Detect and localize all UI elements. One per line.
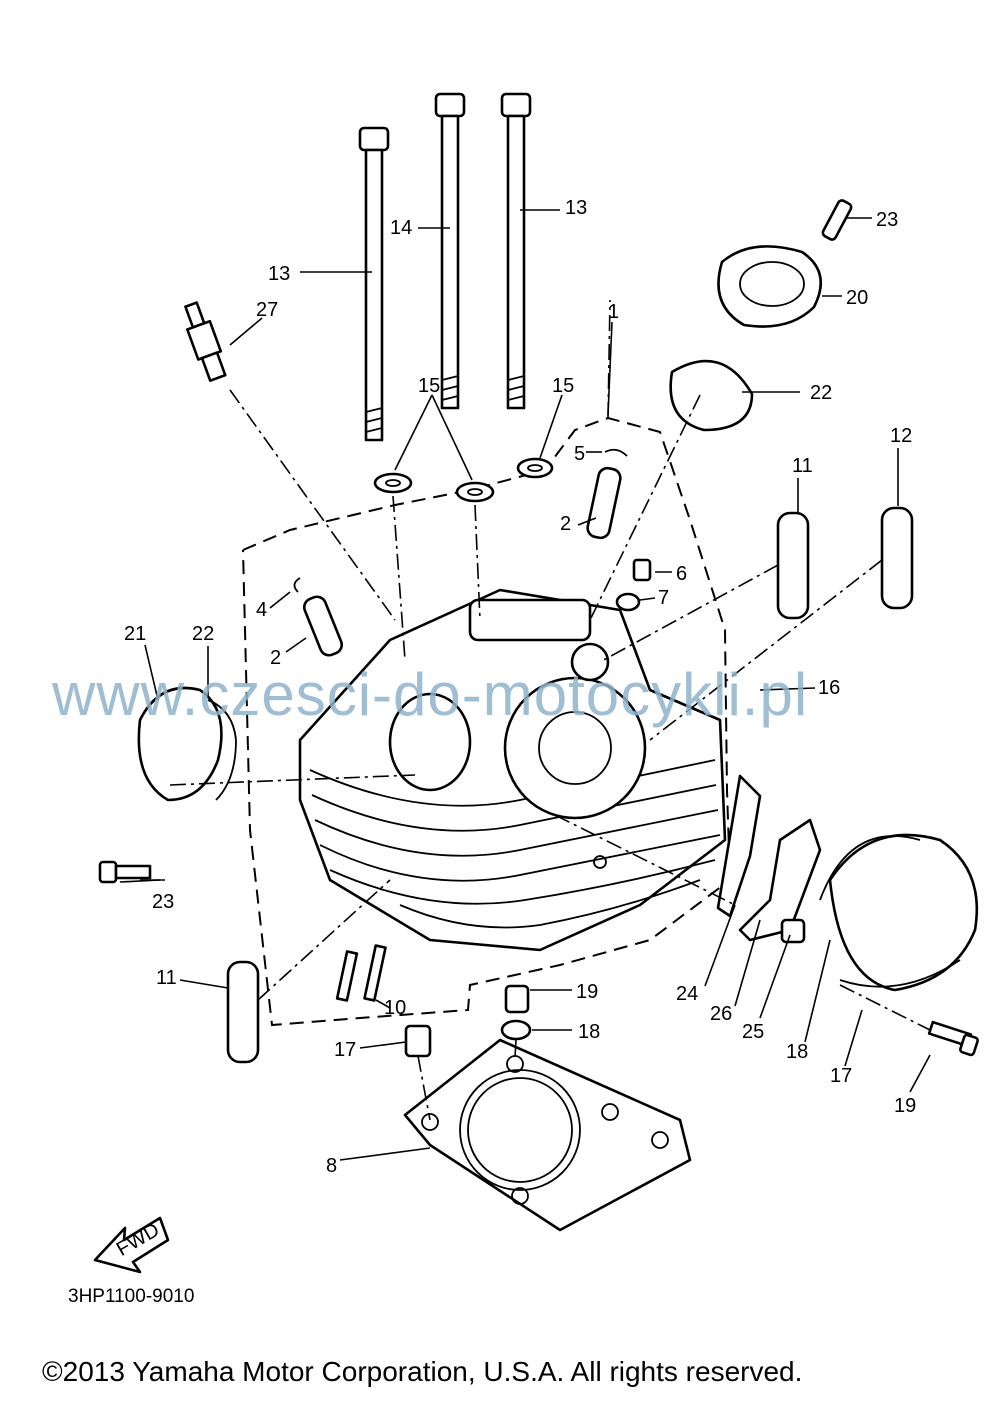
callout-12-label: 18 <box>578 1021 600 1043</box>
callout-27: 27 <box>256 299 278 321</box>
drawing-code: 3HP1100-9010 <box>68 1286 195 1307</box>
callout-15-left: 15 <box>418 375 440 397</box>
callout-5: 7 <box>658 587 669 609</box>
callout-16: 16 <box>818 677 840 699</box>
callout-22-left: 22 <box>192 623 214 645</box>
callout-3-right: 5 <box>574 443 585 465</box>
head-gasket <box>403 1038 692 1232</box>
callout-6: 10 <box>384 997 406 1019</box>
side-cover-left <box>98 686 237 884</box>
head-bolt-left <box>358 126 390 442</box>
collars <box>226 506 914 1064</box>
callout-3-left: 4 <box>256 599 267 621</box>
callout-21: 21 <box>124 623 146 645</box>
studs <box>335 944 387 1002</box>
watermark-url: www.czesci-do-motocykli.pl <box>52 661 809 728</box>
valve-guides <box>293 448 628 657</box>
cylinder-head-body <box>298 588 727 952</box>
side-cover-right <box>819 833 979 1057</box>
callout-4: 6 <box>676 563 687 585</box>
callout-2-right: 2 <box>560 513 571 535</box>
callout-7: 11 <box>156 967 177 989</box>
callout-19: 19 <box>894 1095 916 1117</box>
head-bolt-right <box>500 92 532 410</box>
callout-9: 12 <box>890 425 912 447</box>
callout-1: 1 <box>608 301 619 323</box>
spark-plug <box>184 301 227 382</box>
washers <box>373 457 554 503</box>
head-bolt-middle <box>434 92 466 410</box>
head-bolts <box>358 92 532 442</box>
callout-20: 20 <box>846 287 868 309</box>
callout-2-left: 2 <box>270 647 281 669</box>
callout-25: 25 <box>742 1021 764 1043</box>
callout-8: 11 <box>792 455 813 477</box>
callout-11-upper: 19 <box>576 981 598 1003</box>
callout-26: 26 <box>710 1003 732 1025</box>
callout-11-lower: 17 <box>334 1039 356 1061</box>
callout-numbers: 13 14 13 27 15 15 1 22 20 23 11 12 5 2 6… <box>124 197 912 1177</box>
o-ring-top <box>669 359 754 432</box>
callout-22-top: 22 <box>810 382 832 404</box>
callout-24: 24 <box>676 983 698 1005</box>
callout-23-top: 23 <box>876 209 898 231</box>
callout-13-left: 13 <box>268 263 290 285</box>
leader-lines <box>119 209 931 1161</box>
copyright-notice: ©2013 Yamaha Motor Corporation, U.S.A. A… <box>42 1356 803 1387</box>
brackets <box>716 774 822 944</box>
callout-18: 18 <box>786 1041 808 1063</box>
callout-15-right: 15 <box>552 375 574 397</box>
callout-14: 14 <box>390 217 412 239</box>
callout-17: 17 <box>830 1065 852 1087</box>
callout-13-right: 13 <box>565 197 587 219</box>
fwd-arrow: FWD <box>93 1216 170 1274</box>
bolt-and-clip <box>615 558 652 612</box>
callout-10: 8 <box>326 1155 337 1177</box>
intake-joint <box>717 199 853 328</box>
callout-23-left: 23 <box>152 891 174 913</box>
